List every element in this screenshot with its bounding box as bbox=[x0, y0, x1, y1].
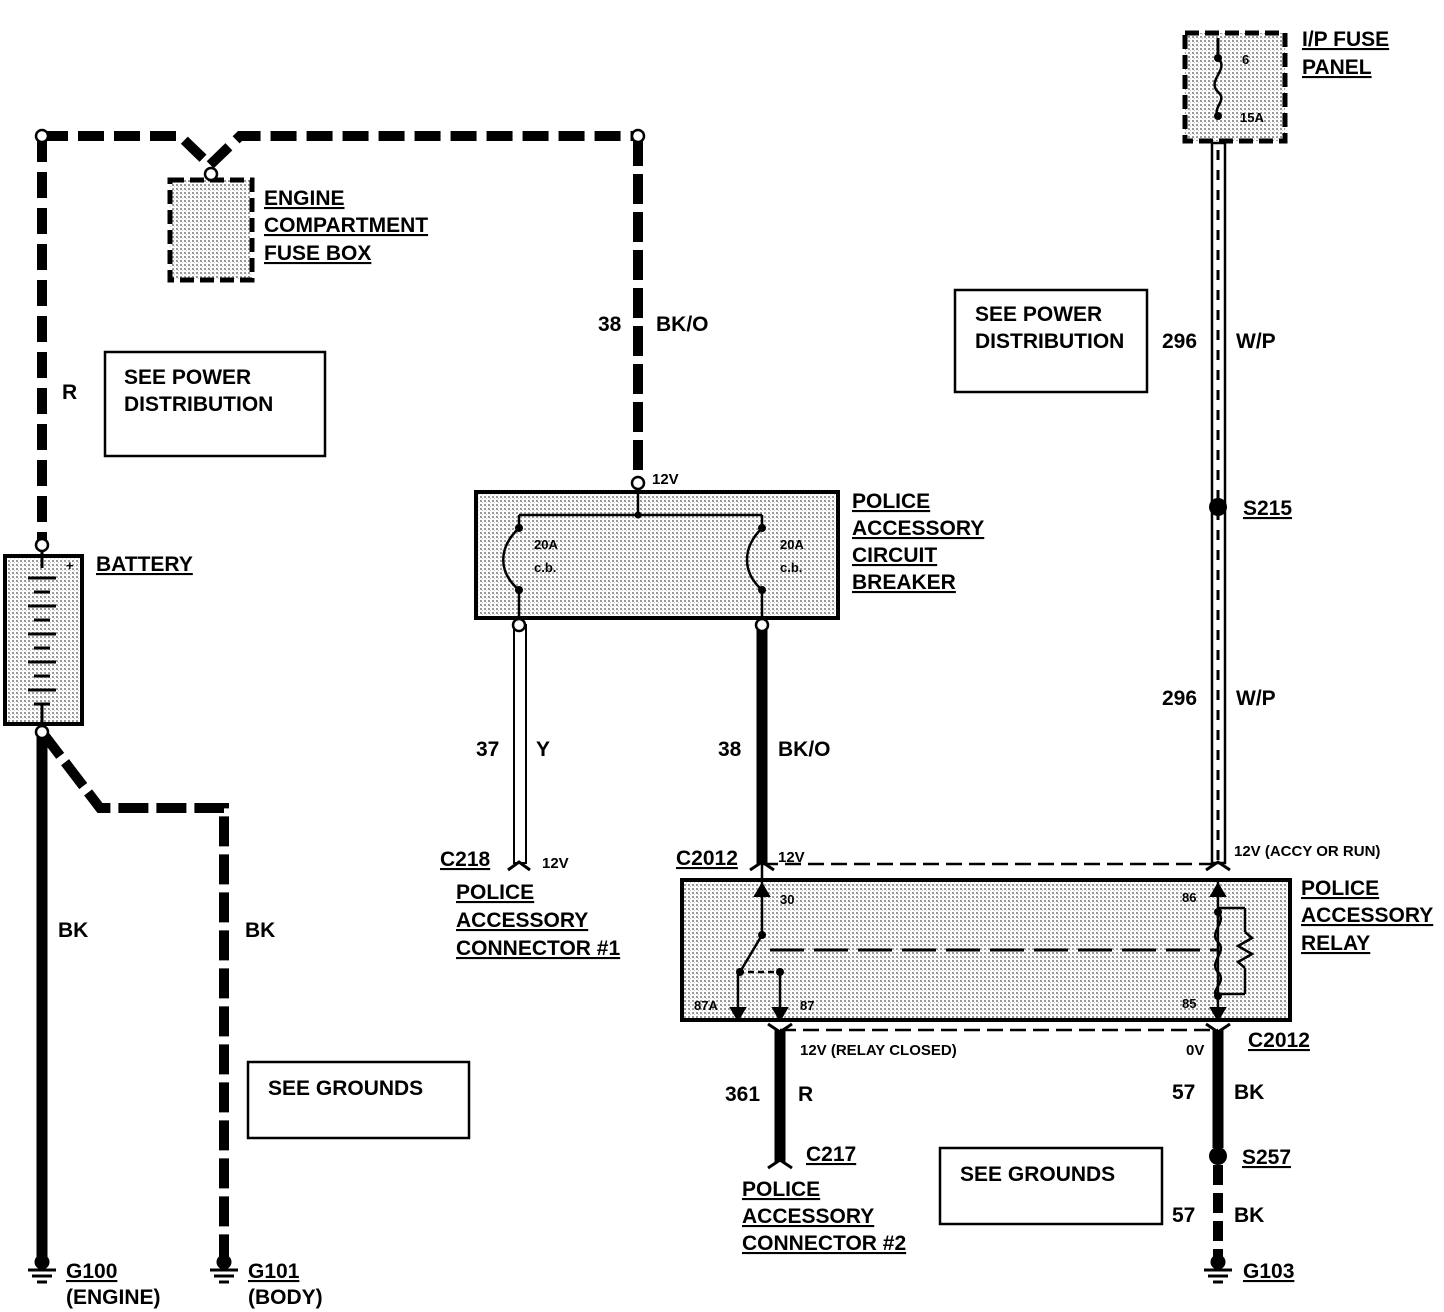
connector-forks-icon bbox=[507, 860, 1231, 1170]
relay-pin-86: 86 bbox=[1182, 890, 1196, 905]
wire-bk-body bbox=[38, 728, 229, 1262]
wire-color-wp-upper: W/P bbox=[1236, 330, 1276, 353]
note-box-power-left bbox=[103, 350, 327, 458]
relay-pin-30: 30 bbox=[780, 892, 794, 907]
wire-num-wp-upper: 296 bbox=[1162, 330, 1197, 353]
relay-closed-voltage: 12V (RELAY CLOSED) bbox=[800, 1042, 957, 1059]
ip-fuse-panel-label-1: I/P FUSE bbox=[1302, 28, 1389, 51]
note-power-right-1: SEE POWER bbox=[975, 303, 1102, 326]
relay-label-1: POLICE bbox=[1301, 877, 1379, 900]
connector-c2012-bottom-id: C2012 bbox=[1248, 1029, 1310, 1052]
wire-num-bk-57-upper: 57 bbox=[1172, 1081, 1195, 1104]
note-box-grounds-right bbox=[938, 1146, 1164, 1226]
cb-label-2: ACCESSORY bbox=[852, 517, 984, 540]
battery-cells-icon bbox=[28, 545, 56, 732]
zero-volt-label: 0V bbox=[1186, 1042, 1204, 1059]
relay-internal bbox=[736, 864, 1255, 1022]
wire-color-bk-57-lower: BK bbox=[1234, 1204, 1264, 1227]
cb-label-4: BREAKER bbox=[852, 571, 956, 594]
note-box-grounds-left bbox=[246, 1060, 471, 1140]
relay-label-2: ACCESSORY bbox=[1301, 904, 1433, 927]
battery bbox=[3, 554, 84, 726]
relay-label-3: RELAY bbox=[1301, 932, 1370, 955]
relay-pin-87: 87 bbox=[800, 998, 814, 1013]
wire-y bbox=[513, 624, 527, 864]
wire-num-r-361: 361 bbox=[725, 1083, 760, 1106]
wire-color-bk-o-bottom: BK/O bbox=[778, 738, 831, 761]
wire-color-r-361: R bbox=[798, 1083, 813, 1106]
engine-fuse-box-label-2: COMPARTMENT bbox=[264, 214, 428, 237]
connector-c218-label-2: ACCESSORY bbox=[456, 909, 588, 932]
cb-left-type: c.b. bbox=[534, 560, 556, 575]
connector-c217-label-2: ACCESSORY bbox=[742, 1205, 874, 1228]
connector-c217-id: C217 bbox=[806, 1143, 856, 1166]
note-power-left-1: SEE POWER bbox=[124, 366, 251, 389]
ground-g103-id: G103 bbox=[1243, 1260, 1294, 1283]
wire-num-bk-o-top: 38 bbox=[598, 313, 622, 336]
wire-color-bk-57-upper: BK bbox=[1234, 1081, 1264, 1104]
connector-c218-id: C218 bbox=[440, 848, 491, 871]
cb-voltage: 12V bbox=[652, 471, 679, 488]
connector-c218-label-3: CONNECTOR #1 bbox=[456, 937, 620, 960]
relay-pin-85: 85 bbox=[1182, 996, 1196, 1011]
battery-label: BATTERY bbox=[96, 553, 193, 576]
engine-fuse-box-label-1: ENGINE bbox=[264, 187, 345, 210]
wire-num-bk-57-lower: 57 bbox=[1172, 1204, 1195, 1227]
note-power-right-2: DISTRIBUTION bbox=[975, 330, 1124, 353]
ground-g100-icon bbox=[28, 1254, 56, 1284]
battery-plus: + bbox=[66, 558, 74, 573]
ground-g100-id: G100 bbox=[66, 1260, 117, 1283]
connector-c217-label-1: POLICE bbox=[742, 1178, 820, 1201]
fuse-6-icon bbox=[1213, 38, 1223, 120]
wire-color-bk-o-top: BK/O bbox=[656, 313, 709, 336]
engine-fuse-box bbox=[167, 177, 255, 283]
fuse-number: 6 bbox=[1242, 52, 1249, 67]
relay-pin-87a: 87A bbox=[694, 998, 718, 1013]
splice-s257 bbox=[1209, 1147, 1227, 1165]
note-box-power-right bbox=[953, 288, 1149, 394]
ip-fuse-panel bbox=[1182, 30, 1288, 144]
cb-label-1: POLICE bbox=[852, 490, 930, 513]
circuit-breaker-box bbox=[474, 490, 840, 620]
cb-right-rating: 20A bbox=[780, 537, 804, 552]
ground-g101-id: G101 bbox=[248, 1260, 300, 1283]
cb-left-rating: 20A bbox=[534, 537, 558, 552]
splice-s215-label: S215 bbox=[1243, 497, 1292, 520]
wire-color-wp-lower: W/P bbox=[1236, 687, 1276, 710]
relay-arrows-icon bbox=[729, 882, 1227, 1022]
splice-s257-label: S257 bbox=[1242, 1146, 1291, 1169]
wire-num-y: 37 bbox=[476, 738, 499, 761]
wire-num-wp-lower: 296 bbox=[1162, 687, 1197, 710]
ip-fuse-panel-label-2: PANEL bbox=[1302, 56, 1372, 79]
connector-c218-label-1: POLICE bbox=[456, 881, 534, 904]
note-power-left-2: DISTRIBUTION bbox=[124, 393, 273, 416]
splice-s215 bbox=[1209, 498, 1227, 516]
ground-g101-note: (BODY) bbox=[248, 1286, 323, 1309]
wire-label-bk-body: BK bbox=[245, 919, 275, 942]
ground-g100-note: (ENGINE) bbox=[66, 1286, 161, 1309]
wire-num-bk-o-bottom: 38 bbox=[718, 738, 742, 761]
wire-top-dashed bbox=[42, 131, 638, 172]
note-grounds-right: SEE GROUNDS bbox=[960, 1163, 1115, 1186]
ground-g101-icon bbox=[210, 1254, 238, 1284]
note-grounds-left: SEE GROUNDS bbox=[268, 1077, 423, 1100]
connector-c2012-left-voltage: 12V bbox=[778, 849, 805, 866]
ground-g103-icon bbox=[1204, 1254, 1232, 1284]
connector-c217-label-3: CONNECTOR #2 bbox=[742, 1232, 906, 1255]
engine-fuse-box-label-3: FUSE BOX bbox=[264, 242, 371, 265]
wire-label-r-battery: R bbox=[62, 381, 77, 404]
connector-c2012-left-id: C2012 bbox=[676, 847, 738, 870]
fuse-rating: 15A bbox=[1240, 110, 1264, 125]
wire-color-y: Y bbox=[536, 738, 550, 761]
connector-c218-voltage: 12V bbox=[542, 855, 569, 872]
cb-label-3: CIRCUIT bbox=[852, 544, 937, 567]
connector-c2012-right-voltage: 12V (ACCY OR RUN) bbox=[1234, 843, 1380, 860]
cb-right-type: c.b. bbox=[780, 560, 802, 575]
wire-label-bk-engine: BK bbox=[58, 919, 88, 942]
